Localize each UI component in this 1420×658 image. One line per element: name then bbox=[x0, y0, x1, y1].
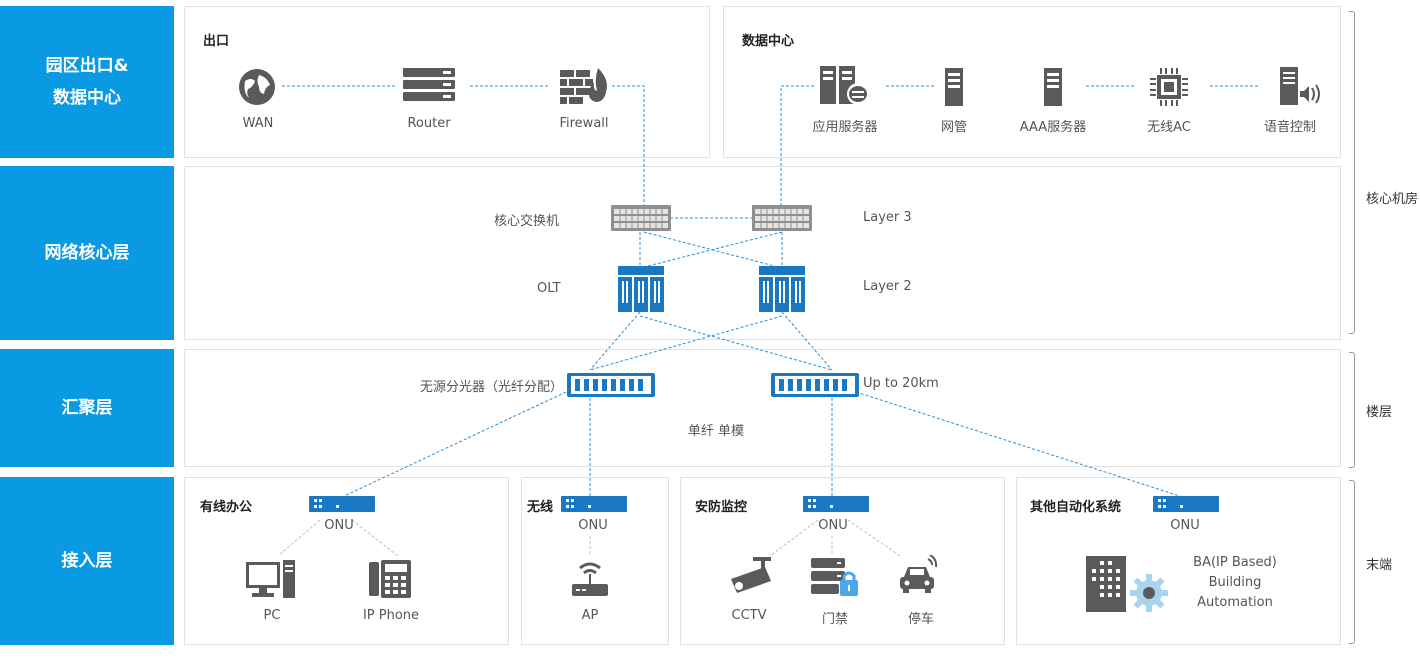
floor-label: 楼层 bbox=[1366, 405, 1393, 420]
aggregation-panel bbox=[184, 349, 1341, 467]
core-switch-icon-left bbox=[611, 205, 671, 231]
splitter-label: 无源分光器（光纤分配） bbox=[420, 380, 564, 395]
app-server-label: 应用服务器 bbox=[812, 120, 878, 135]
security-title: 安防监控 bbox=[695, 500, 748, 515]
onu-label-wired: ONU bbox=[324, 518, 354, 533]
wan-label: WAN bbox=[242, 116, 274, 131]
fiber-label: 单纤 单模 bbox=[687, 424, 745, 439]
wireless-ac-label: 无线AC bbox=[1147, 120, 1191, 135]
olt-label: OLT bbox=[537, 281, 561, 296]
layer-band-access: 接入层 bbox=[0, 477, 174, 645]
layer-band-campus-exit: 园区出口& 数据中心 bbox=[0, 6, 174, 158]
building-icon bbox=[1086, 556, 1126, 612]
parking-car-icon bbox=[900, 555, 938, 593]
core-switch-label: 核心交换机 bbox=[494, 214, 560, 229]
pc-icon bbox=[246, 560, 295, 598]
onu-icon-automation bbox=[1153, 496, 1219, 512]
splitter-icon-right bbox=[771, 373, 859, 397]
onu-icon-security bbox=[803, 496, 869, 512]
ip-phone-icon bbox=[369, 560, 411, 598]
aaa-server-icon bbox=[1044, 68, 1062, 106]
olt-icon-right bbox=[759, 266, 805, 312]
onu-icon-wireless bbox=[561, 496, 627, 512]
cctv-icon bbox=[731, 557, 771, 593]
ap-label: AP bbox=[581, 608, 599, 623]
gear-icon bbox=[1130, 574, 1168, 612]
core-room-label: 核心机房 bbox=[1366, 192, 1419, 207]
onu-icon-wired bbox=[309, 496, 375, 512]
core-switch-icon-right bbox=[752, 205, 812, 231]
aaa-server-label: AAA服务器 bbox=[1019, 120, 1087, 135]
distance-label: Up to 20km bbox=[863, 376, 939, 391]
ba-label-line3: Automation bbox=[1197, 595, 1273, 610]
wireless-title: 无线 bbox=[527, 500, 554, 515]
layer-band-network-core: 网络核心层 bbox=[0, 166, 174, 340]
router-label: Router bbox=[407, 116, 451, 131]
onu-label-automation: ONU bbox=[1170, 518, 1200, 533]
layer3-label: Layer 3 bbox=[863, 210, 912, 225]
ba-label-line1: BA(IP Based) bbox=[1193, 555, 1277, 570]
netmgmt-label: 网管 bbox=[940, 120, 968, 135]
router-icon bbox=[403, 68, 455, 101]
automation-title: 其他自动化系统 bbox=[1030, 500, 1122, 515]
ip-phone-label: IP Phone bbox=[362, 608, 420, 623]
pc-label: PC bbox=[263, 608, 281, 623]
onu-label-security: ONU bbox=[818, 518, 848, 533]
cctv-label: CCTV bbox=[731, 608, 767, 623]
firewall-label: Firewall bbox=[559, 116, 609, 131]
app-server-icon bbox=[820, 66, 869, 105]
globe-icon bbox=[239, 69, 275, 105]
access-control-label: 门禁 bbox=[821, 612, 849, 627]
layer-band-aggregation: 汇聚层 bbox=[0, 349, 174, 467]
terminal-label: 末端 bbox=[1366, 558, 1393, 573]
access-point-icon bbox=[572, 562, 608, 596]
datacenter-panel-title: 数据中心 bbox=[742, 34, 795, 49]
voice-control-icon bbox=[1280, 67, 1320, 105]
splitter-icon-left bbox=[567, 373, 655, 397]
voice-control-label: 语音控制 bbox=[1263, 120, 1317, 135]
onu-label-wireless: ONU bbox=[578, 518, 608, 533]
bracket-core-room bbox=[1349, 11, 1355, 334]
firewall-icon bbox=[560, 68, 607, 104]
access-control-icon bbox=[811, 558, 858, 596]
layer2-label: Layer 2 bbox=[863, 279, 912, 294]
bracket-floor bbox=[1349, 352, 1355, 468]
wired-office-title: 有线办公 bbox=[200, 500, 253, 515]
ba-label-line2: Building bbox=[1208, 575, 1262, 590]
netmgmt-server-icon bbox=[945, 68, 963, 106]
exit-panel-title: 出口 bbox=[203, 34, 230, 49]
olt-icon-left bbox=[618, 266, 664, 312]
bracket-terminal bbox=[1349, 480, 1355, 644]
chip-icon bbox=[1150, 68, 1188, 106]
parking-label: 停车 bbox=[907, 612, 935, 627]
